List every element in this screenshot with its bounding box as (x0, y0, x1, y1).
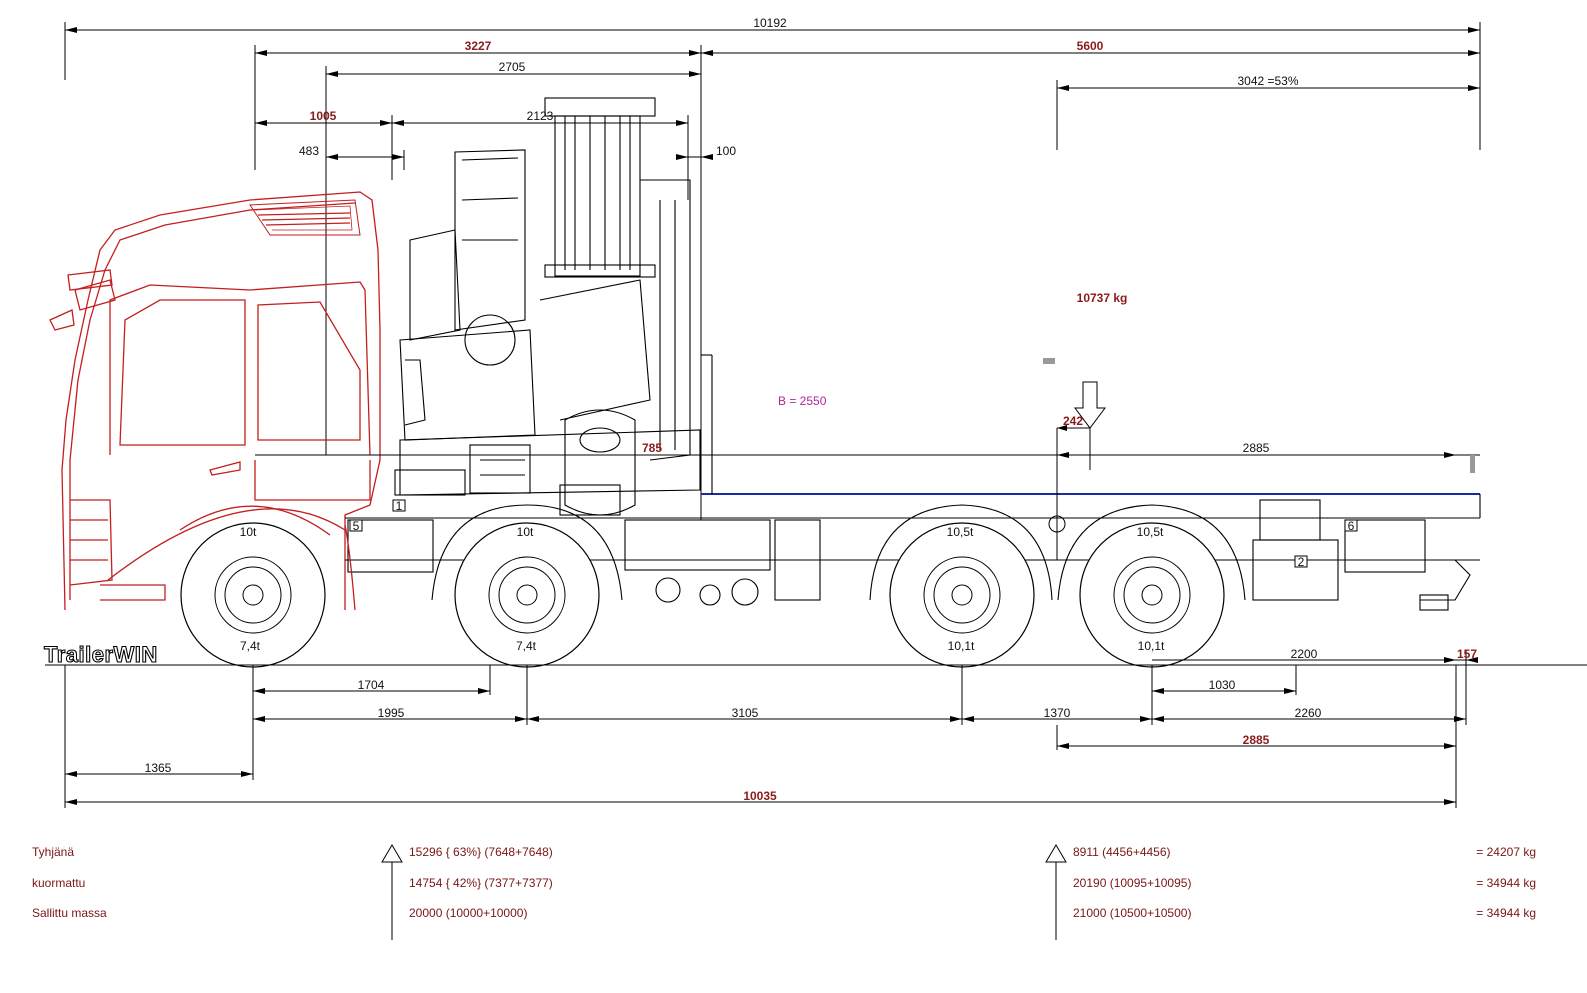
row-front-empty: 15296 { 63%} (7648+7648) (409, 845, 553, 859)
row-total-empty: = 24207 kg (1476, 845, 1536, 859)
dim-2885-lower: 2885 (1243, 733, 1270, 747)
rear-length-upper: 2885 (1243, 441, 1270, 455)
cog-offset-label: 242 (1063, 414, 1083, 428)
dim-front-overhang: 1005 (310, 109, 337, 123)
row-total-allowed: = 34944 kg (1476, 906, 1536, 920)
dim-cab-to-crane: 3227 (465, 39, 492, 53)
axle-3-capacity: 10,5t (947, 525, 974, 539)
dim-crane-zone: 2705 (499, 60, 526, 74)
top-dimension-lines: 10192 3227 5600 2705 3042 =53% 1005 2123… (64, 16, 1481, 520)
row-rear-empty: 8911 (4456+4456) (1073, 845, 1171, 859)
marker-2: 2 (1298, 555, 1305, 569)
axle-4-capacity: 10,5t (1137, 525, 1164, 539)
dim-1370: 1370 (1044, 706, 1071, 720)
marker-6: 6 (1348, 519, 1355, 533)
axle-4-load: 10,1t (1138, 639, 1165, 653)
axle-3-load: 10,1t (948, 639, 975, 653)
row-rear-loaded: 20190 (10095+10095) (1073, 876, 1191, 890)
marker-5: 5 (353, 519, 360, 533)
wheel-rear-1 (889, 522, 1035, 668)
row-rear-allowed: 21000 (10500+10500) (1073, 906, 1191, 920)
dim-2200: 2200 (1291, 647, 1318, 661)
axle-2-load: 7,4t (516, 639, 537, 653)
fenders (344, 504, 1246, 611)
row-front-loaded: 14754 { 42%} (7377+7377) (409, 876, 553, 890)
row-front-allowed: 20000 (10000+10000) (409, 906, 527, 920)
axle-2-capacity: 10t (517, 525, 534, 539)
row-label-allowed: Sallittu massa (32, 906, 107, 920)
body-width-label: B = 2550 (778, 394, 827, 408)
marker-1: 1 (396, 499, 403, 513)
axle-1-load: 7,4t (240, 639, 261, 653)
driveline-parts (624, 499, 1471, 611)
row-label-loaded: kuormattu (32, 876, 85, 890)
dim-2260: 2260 (1295, 706, 1322, 720)
dim-load-share: 3042 =53% (1237, 74, 1298, 88)
dim-offset-100: 100 (716, 144, 736, 158)
crane (394, 97, 701, 516)
dim-1365: 1365 (145, 761, 172, 775)
weights-table: Tyhjänä 15296 { 63%} (7648+7648) 8911 (4… (32, 844, 1536, 940)
axle-1-capacity: 10t (240, 525, 257, 539)
dim-1704: 1704 (358, 678, 385, 692)
dim-1995: 1995 (378, 706, 405, 720)
load-mass-label: 10737 kg (1077, 291, 1128, 305)
dim-1030: 1030 (1209, 678, 1236, 692)
dim-crane-width: 2123 (527, 109, 554, 123)
dim-157: 157 (1457, 647, 1477, 661)
offset-785-label: 785 (642, 441, 662, 455)
mid-annotations: 10737 kg B = 2550 242 2885 785 1 2 5 6 (349, 291, 1456, 569)
dim-10035: 10035 (743, 789, 777, 803)
truck-cab (49, 191, 381, 611)
trailerwin-logo: TrailerWIN (44, 642, 158, 667)
bottom-dimension-lines: 1704 1995 3105 1370 1030 2200 157 2260 2… (45, 647, 1587, 808)
row-total-loaded: = 34944 kg (1476, 876, 1536, 890)
dim-offset-483: 483 (299, 144, 319, 158)
row-label-empty: Tyhjänä (32, 845, 74, 859)
dim-3105: 3105 (732, 706, 759, 720)
dim-overall-length: 10192 (753, 16, 787, 30)
dim-body-length: 5600 (1077, 39, 1104, 53)
